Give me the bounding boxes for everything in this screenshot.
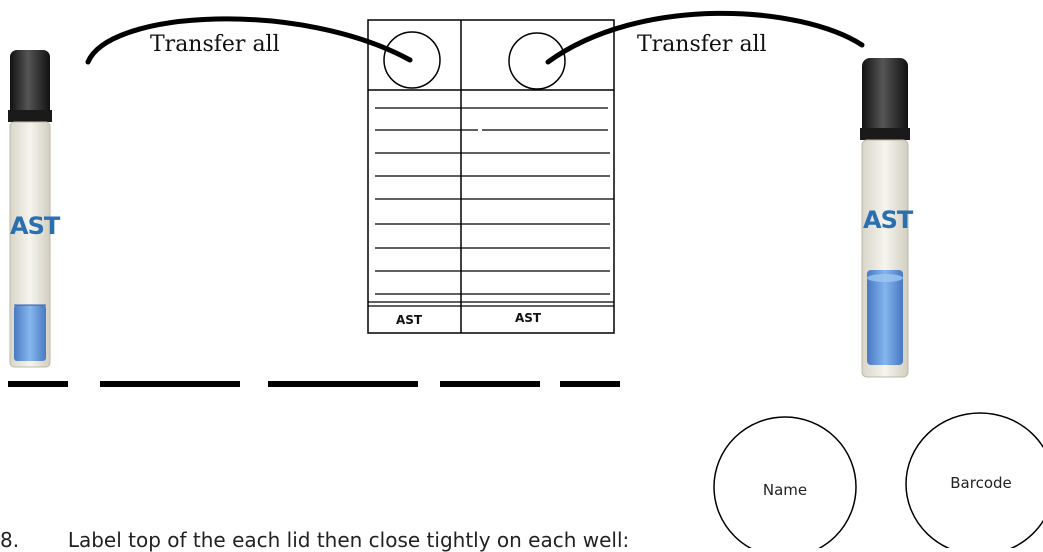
left-transfer-arrow [85,16,413,65]
instruction-text: Label top of the each lid then close tig… [67,528,630,552]
right-transfer-arrow [545,10,865,65]
well-lid-right [508,32,566,90]
left-transfer-label: Transfer all [150,32,280,57]
obscured-text-fragment [8,381,620,387]
right-transfer-label: Transfer all [637,32,767,57]
right-vial [860,58,910,378]
plate-diagram [367,19,615,334]
well-lid-left [383,31,441,89]
plate-column-label-left: AST [396,313,423,327]
plate-column-label-right: AST [515,311,542,325]
barcode-lid-circle [905,412,1043,548]
instruction-number: 8. [0,528,20,552]
name-lid-circle [713,416,857,548]
right-vial-brand: AST [863,206,913,234]
barcode-lid-label: Barcode [950,474,1012,492]
name-lid-label: Name [762,481,808,499]
left-vial [8,50,52,368]
lid-label-circles [713,412,1043,548]
left-vial-brand: AST [10,212,60,240]
instruction-line: 8. Label top of the each lid then close … [0,528,629,552]
